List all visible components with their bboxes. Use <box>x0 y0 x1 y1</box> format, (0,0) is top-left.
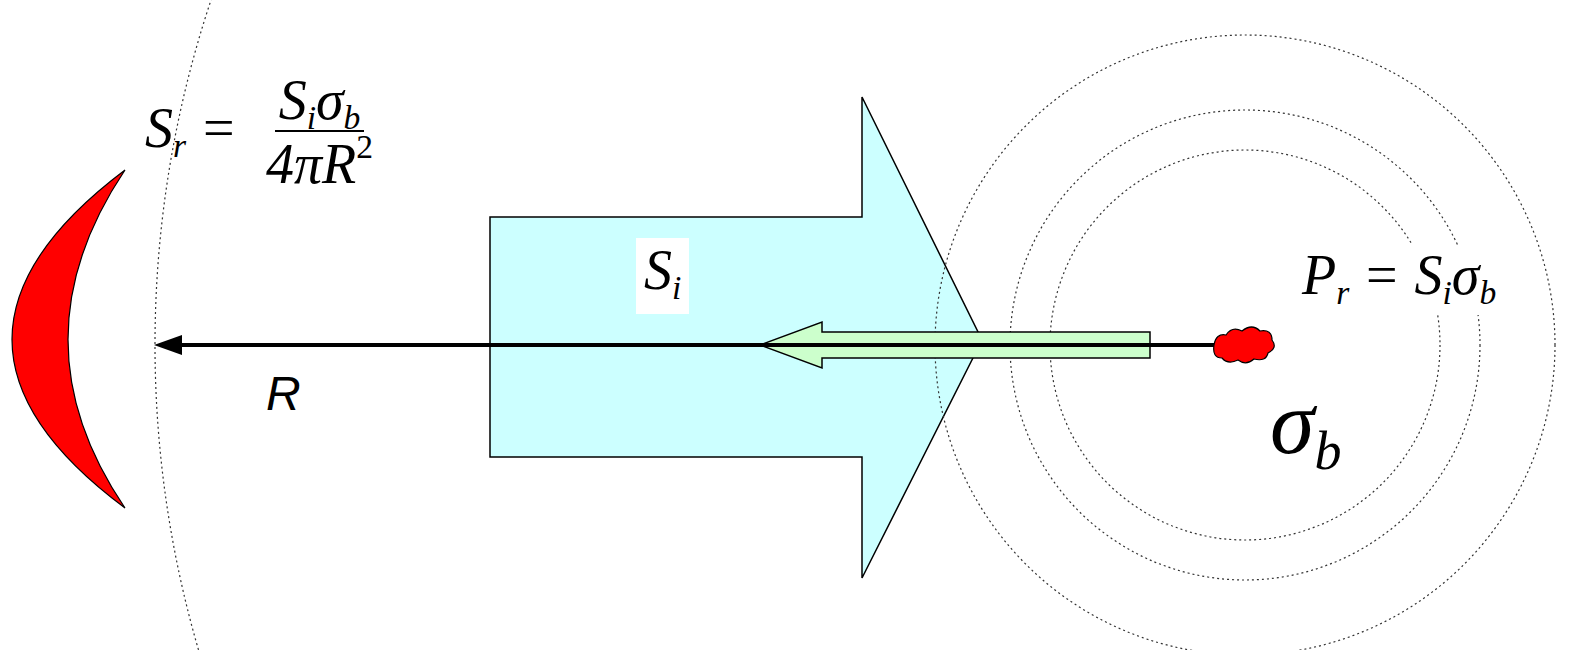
symbol: S <box>145 97 173 159</box>
superscript: 2 <box>356 128 373 165</box>
symbol: R <box>266 367 301 420</box>
superscript: = <box>203 97 235 159</box>
symbol: P <box>1302 244 1336 306</box>
symbol: σ <box>1452 244 1480 306</box>
incident-density: Si <box>636 238 689 314</box>
subscript: r <box>1336 274 1349 311</box>
wavefront-large <box>155 0 1570 650</box>
subscript: b <box>1314 421 1341 481</box>
symbol: σ <box>1270 373 1314 472</box>
target <box>1214 327 1275 363</box>
radar-dish <box>12 170 125 508</box>
cross-section: σb <box>1270 378 1341 468</box>
symbol: S <box>644 239 672 301</box>
range-arrowhead <box>154 335 182 355</box>
subscript: i <box>672 269 681 306</box>
symbol: S <box>1414 244 1442 306</box>
symbol: σ <box>316 69 344 131</box>
subscript: b <box>1479 274 1496 311</box>
symbol: 4πR <box>266 133 356 195</box>
reflected-power: Pr = Siσb <box>1298 245 1500 315</box>
received-density-fraction: Siσb4πR2 <box>266 72 373 192</box>
received-density-lhs: Sr= <box>145 100 251 156</box>
subscript: r <box>173 127 186 164</box>
superscript: = <box>1366 244 1398 306</box>
range-label: R <box>266 370 301 418</box>
subscript: i <box>1442 274 1451 311</box>
symbol: S <box>279 69 307 131</box>
subscript: i <box>307 99 316 136</box>
range-line <box>175 343 1218 347</box>
